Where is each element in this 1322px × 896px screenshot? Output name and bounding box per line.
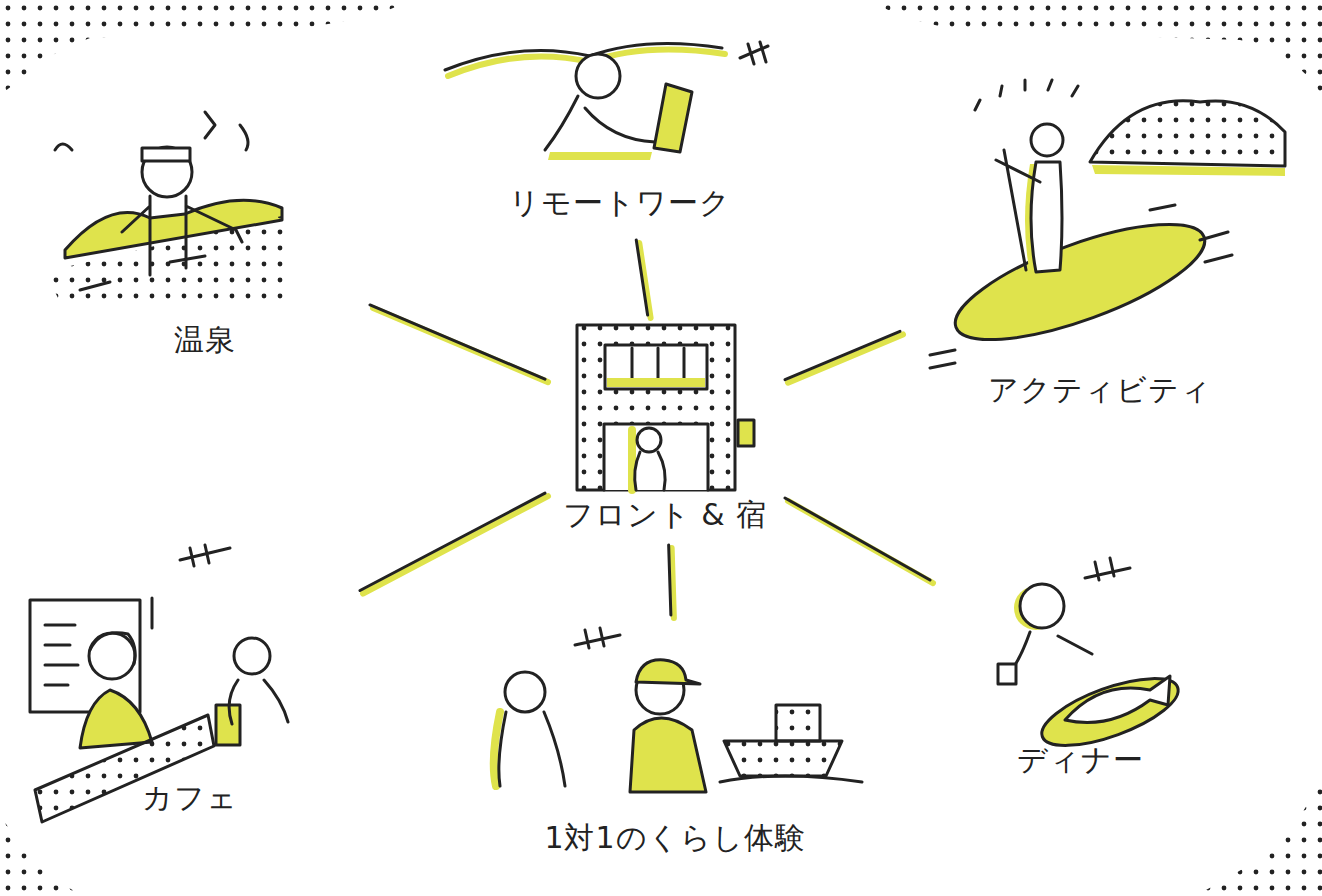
fish <box>1065 676 1170 723</box>
spoke-line <box>370 305 548 382</box>
spoke-stroke <box>669 545 671 615</box>
head <box>1031 124 1063 156</box>
spoke-stroke <box>785 498 930 580</box>
motion-mark <box>930 205 1232 368</box>
onsen-node: 温泉 <box>40 90 370 380</box>
node-label: フロント & 宿 <box>563 497 767 533</box>
laptop <box>654 84 692 152</box>
boat-cabin <box>776 705 820 741</box>
steam-mark <box>55 112 248 150</box>
remote-work-node: リモートワーク <box>455 25 785 240</box>
towel <box>142 148 190 161</box>
spoke-stroke <box>370 305 545 379</box>
awning <box>607 378 705 387</box>
spoke-stroke <box>360 493 545 590</box>
life-experience-figure <box>494 628 862 792</box>
sparkle-mark <box>575 628 620 648</box>
cafe-figure <box>30 545 288 822</box>
activity-figure <box>930 80 1285 368</box>
spoke-line <box>669 545 674 618</box>
person-head <box>637 428 661 452</box>
paddle <box>996 150 1040 270</box>
spoke-stroke <box>785 331 900 379</box>
head <box>1020 584 1064 628</box>
head <box>142 147 192 197</box>
body-line <box>499 712 565 786</box>
window-band <box>605 345 707 389</box>
ripple-line <box>80 256 205 290</box>
arm-line <box>1010 632 1092 672</box>
person-body <box>635 452 665 490</box>
wave-line <box>720 776 862 782</box>
head <box>505 672 545 712</box>
shirt <box>80 690 152 748</box>
node-label: アクティビティ <box>988 372 1212 408</box>
hair <box>90 633 135 664</box>
sign <box>738 420 754 446</box>
spoke-shadow <box>788 334 903 382</box>
spoke-line <box>360 493 548 593</box>
sparkle-mark <box>740 42 768 64</box>
spoke-line <box>636 240 650 318</box>
head <box>89 633 135 679</box>
sparkle-mark <box>180 545 230 566</box>
remote-work-figure <box>445 42 768 160</box>
spoke-stroke <box>636 240 647 315</box>
life-experience-node: 1対1のくらし体験 <box>470 615 880 875</box>
water <box>45 214 290 302</box>
activity-node: アクティビティ <box>900 70 1300 425</box>
corner-dots <box>0 0 410 95</box>
body-line <box>229 680 288 724</box>
glass <box>998 664 1016 684</box>
node-label: 温泉 <box>174 322 236 358</box>
corner-dots <box>0 815 85 896</box>
cafe-node: カフェ <box>20 530 360 830</box>
spoke-line <box>785 331 903 382</box>
body-line <box>545 96 578 150</box>
spoke-shadow <box>373 308 548 382</box>
front-node: フロント & 宿 <box>545 315 785 545</box>
motion-mark <box>975 80 1078 110</box>
dinner-figure <box>998 558 1186 759</box>
sparkle-mark <box>1085 558 1130 580</box>
hoodie <box>630 718 706 792</box>
island <box>1090 101 1285 166</box>
board <box>943 201 1217 363</box>
menu-line <box>45 598 152 685</box>
head <box>234 638 270 674</box>
doorway <box>604 424 708 490</box>
node-label: 1対1のくらし体験 <box>544 820 805 856</box>
boat-hull <box>724 741 842 776</box>
front-building <box>577 325 754 490</box>
node-label: ディナー <box>1017 742 1144 778</box>
head <box>576 54 620 98</box>
spoke-shadow <box>363 496 548 593</box>
corner-dots <box>1195 780 1322 896</box>
arm-line <box>585 108 655 142</box>
onsen-figure <box>45 112 290 302</box>
node-label: カフェ <box>142 780 238 816</box>
node-label: リモートワーク <box>509 185 731 221</box>
desk-shadow <box>548 152 652 160</box>
spoke-line <box>785 498 933 583</box>
body-line <box>122 196 242 275</box>
dinner-node: ディナー <box>930 530 1230 800</box>
cap <box>636 660 700 684</box>
building <box>577 325 735 490</box>
corner-dots <box>870 0 1322 95</box>
